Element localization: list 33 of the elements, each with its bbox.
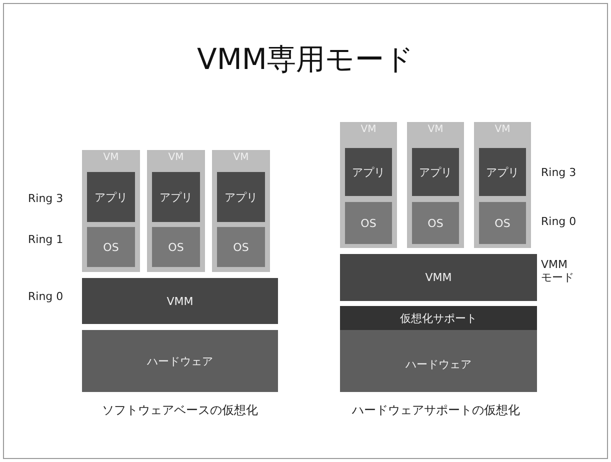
- vm-box: [82, 150, 140, 272]
- app-box: アプリ: [412, 148, 459, 196]
- vmm-box: VMM: [340, 254, 537, 301]
- vm-box: [147, 150, 205, 272]
- support-band: 仮想化サポート: [340, 306, 537, 330]
- vm-box: [407, 122, 464, 248]
- app-box: アプリ: [87, 172, 135, 222]
- app-box: アプリ: [152, 172, 200, 222]
- title: VMM専用モード: [196, 41, 415, 78]
- ring-label: Ring 3: [541, 166, 576, 179]
- hardware-box: ハードウェア: [82, 330, 278, 392]
- vm-box: [474, 122, 531, 248]
- os-box: OS: [152, 227, 200, 267]
- os-box: OS: [479, 202, 526, 244]
- box-label: ハードウェア: [404, 357, 472, 372]
- os-box: OS: [412, 202, 459, 244]
- ring-label: Ring 1: [28, 233, 64, 246]
- ring-label: Ring 3: [28, 192, 64, 205]
- app-box: アプリ: [217, 172, 265, 222]
- os-box: OS: [217, 227, 265, 267]
- os-box: OS: [345, 202, 392, 244]
- ring-label: Ring 0: [541, 215, 576, 228]
- app-box: アプリ: [479, 148, 526, 196]
- caption: ソフトウェアベースの仮想化: [101, 402, 259, 419]
- ring-label: Ring 0: [28, 290, 64, 303]
- hardware-box: [340, 306, 537, 392]
- mode-label: VMM モード: [541, 258, 575, 284]
- caption: ハードウェアサポートの仮想化: [351, 402, 521, 419]
- vm-box: [212, 150, 270, 272]
- app-box: アプリ: [345, 148, 392, 196]
- vmm-box: VMM: [82, 278, 278, 324]
- vm-box: [340, 122, 397, 248]
- os-box: OS: [87, 227, 135, 267]
